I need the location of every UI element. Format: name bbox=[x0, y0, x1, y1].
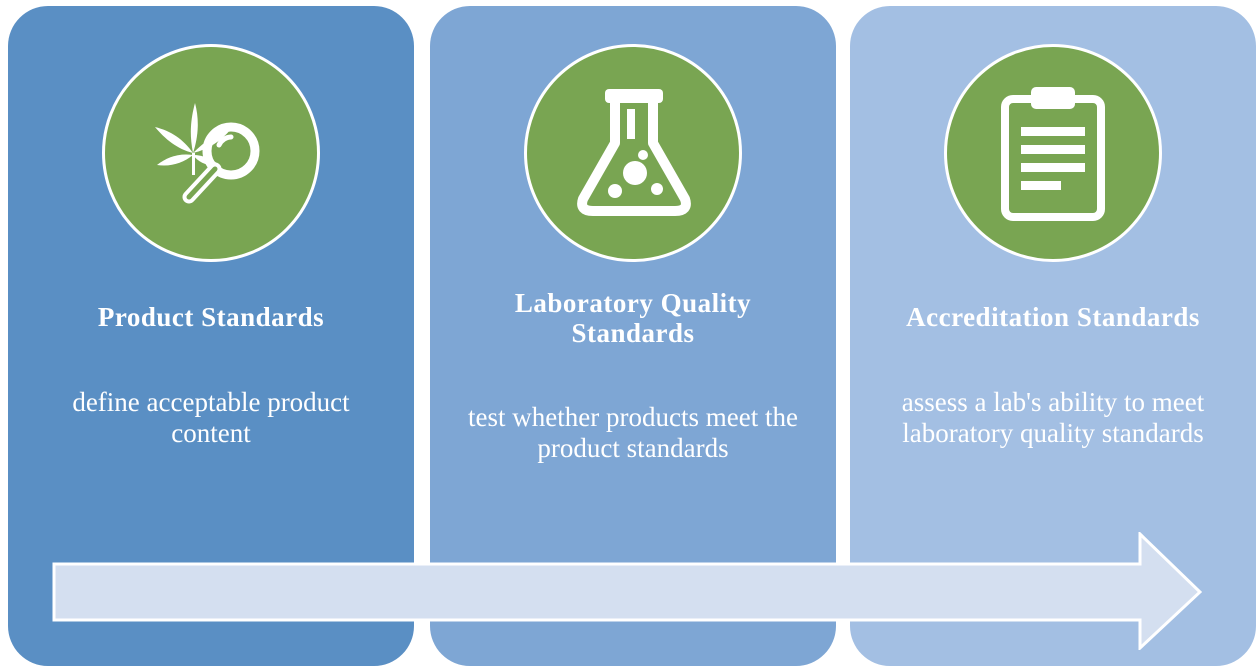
progression-arrow bbox=[52, 532, 1202, 650]
panel-product-standards: Product Standards define acceptable prod… bbox=[8, 6, 414, 666]
panel-description: assess a lab's ability to meet laborator… bbox=[901, 387, 1205, 448]
cannabis-leaf-magnifier-icon bbox=[155, 103, 260, 204]
panel-title: Product Standards bbox=[97, 302, 325, 332]
accreditation-icon-circle bbox=[944, 44, 1162, 262]
panel-description: test whether products meet the product s… bbox=[468, 402, 798, 463]
panel-title: Accreditation Standards bbox=[906, 302, 1200, 332]
lab-flask-icon bbox=[577, 89, 691, 216]
panel-laboratory-quality-standards: Laboratory Quality Standards test whethe… bbox=[430, 6, 836, 666]
panel-title: Laboratory Quality Standards bbox=[514, 288, 752, 348]
panel-description: define acceptable product content bbox=[72, 387, 350, 448]
panel-accreditation-standards: Accreditation Standards assess a lab's a… bbox=[850, 6, 1256, 666]
product-icon-circle bbox=[102, 44, 320, 262]
clipboard-icon bbox=[1001, 87, 1105, 221]
arrow-shape bbox=[52, 532, 1202, 650]
lab-icon-circle bbox=[524, 44, 742, 262]
